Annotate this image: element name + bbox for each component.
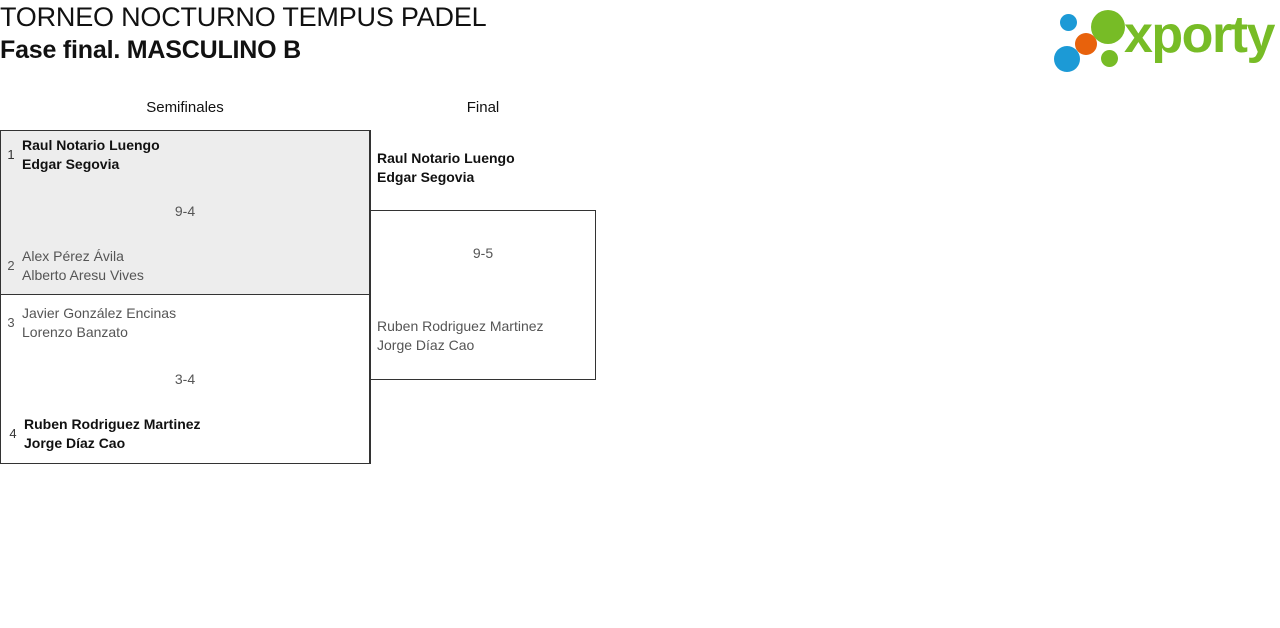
- logo-dots-icon: [1052, 8, 1130, 72]
- seed-number: 1: [7, 147, 15, 162]
- player-name-2: Edgar Segovia: [377, 169, 475, 185]
- bracket-connector-top: [370, 130, 371, 211]
- player-name-2: Alberto Aresu Vives: [22, 267, 144, 283]
- team-names: Alex Pérez Ávila Alberto Aresu Vives: [22, 247, 144, 285]
- team-entry-semifinal-2-bottom[interactable]: 4 Ruben Rodriguez Martinez Jorge Díaz Ca…: [2, 415, 362, 453]
- logo-dot-blue-large-icon: [1054, 46, 1080, 72]
- logo-dot-blue-small-icon: [1060, 14, 1077, 31]
- player-name-2: Jorge Díaz Cao: [24, 435, 126, 451]
- team-entry-final-bottom[interactable]: Ruben Rodriguez Martinez Jorge Díaz Cao: [377, 317, 592, 355]
- team-names: Ruben Rodriguez Martinez Jorge Díaz Cao: [24, 415, 201, 453]
- player-name-1: Ruben Rodriguez Martinez: [377, 318, 544, 334]
- team-entry-semifinal-2-top[interactable]: 3 Javier González Encinas Lorenzo Banzat…: [0, 304, 360, 342]
- round-heading-semifinals: Semifinales: [146, 99, 224, 116]
- logo-dot-green-large-icon: [1091, 10, 1125, 44]
- title-block: TORNEO NOCTURNO TEMPUS PADEL Fase final.…: [0, 0, 487, 66]
- team-names: Raul Notario Luengo Edgar Segovia: [377, 149, 515, 187]
- logo-wordmark: xporty: [1124, 6, 1275, 64]
- seed-number: 3: [7, 315, 15, 330]
- match-score-semifinal-1: 9-4: [174, 203, 196, 219]
- player-name-2: Jorge Díaz Cao: [377, 337, 475, 353]
- page-header: TORNEO NOCTURNO TEMPUS PADEL Fase final.…: [0, 0, 1280, 80]
- team-names: Raul Notario Luengo Edgar Segovia: [22, 136, 160, 174]
- team-names: Javier González Encinas Lorenzo Banzato: [22, 304, 176, 342]
- match-box-semifinal-1[interactable]: [0, 130, 370, 295]
- logo-dot-green-small-icon: [1101, 50, 1118, 67]
- round-heading-final: Final: [466, 99, 500, 116]
- xporty-logo[interactable]: xporty: [1046, 4, 1275, 72]
- tournament-subtitle: Fase final. MASCULINO B: [0, 36, 301, 64]
- logo-dot-orange-icon: [1075, 33, 1097, 55]
- player-name-2: Lorenzo Banzato: [22, 324, 128, 340]
- tournament-title: TORNEO NOCTURNO TEMPUS PADEL: [0, 2, 487, 32]
- player-name-1: Javier González Encinas: [22, 305, 177, 321]
- player-name-1: Raul Notario Luengo: [377, 150, 515, 166]
- team-names: Ruben Rodriguez Martinez Jorge Díaz Cao: [377, 317, 544, 355]
- seed-number: 4: [9, 426, 17, 441]
- bracket-connector-bottom: [370, 379, 371, 464]
- team-entry-final-top[interactable]: Raul Notario Luengo Edgar Segovia: [377, 149, 592, 187]
- player-name-1: Alex Pérez Ávila: [22, 248, 124, 264]
- match-score-final: 9-5: [472, 245, 494, 261]
- player-name-2: Edgar Segovia: [22, 156, 120, 172]
- team-entry-semifinal-1-top[interactable]: 1 Raul Notario Luengo Edgar Segovia: [0, 136, 360, 174]
- seed-number: 2: [7, 258, 15, 273]
- player-name-1: Ruben Rodriguez Martinez: [24, 416, 201, 432]
- team-entry-semifinal-1-bottom[interactable]: 2 Alex Pérez Ávila Alberto Aresu Vives: [0, 247, 360, 285]
- player-name-1: Raul Notario Luengo: [22, 137, 160, 153]
- match-score-semifinal-2: 3-4: [174, 371, 196, 387]
- match-box-semifinal-2[interactable]: [0, 294, 370, 464]
- match-box-final[interactable]: [370, 210, 596, 380]
